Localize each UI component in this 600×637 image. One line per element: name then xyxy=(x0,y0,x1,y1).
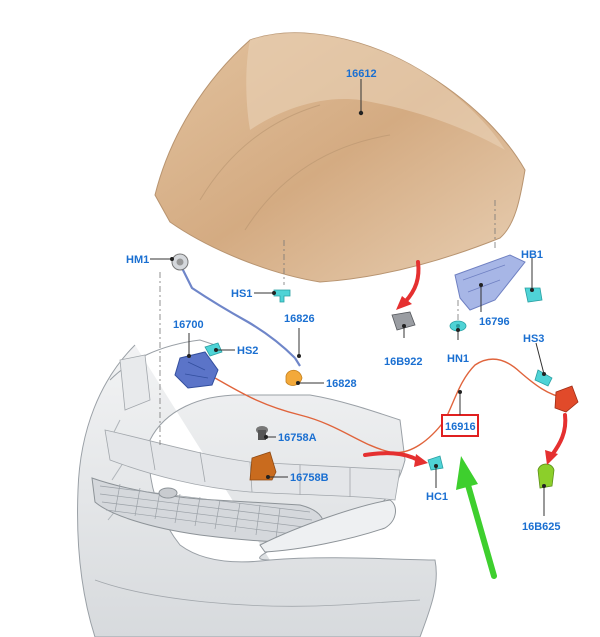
hood-panel xyxy=(154,32,526,283)
label-16612: 16612 xyxy=(346,68,377,80)
part-16758a xyxy=(256,426,268,440)
handle-16b625 xyxy=(537,463,555,489)
label-16758a: 16758A xyxy=(278,432,317,444)
assembly-centerlines xyxy=(159,200,496,445)
label-hn1: HN1 xyxy=(447,353,469,365)
label-hs2: HS2 xyxy=(237,345,258,357)
latch-rod xyxy=(179,263,301,367)
fastener-hs3 xyxy=(534,369,553,387)
hinge-mount-hm1 xyxy=(171,253,189,271)
label-16826: 16826 xyxy=(284,313,315,325)
label-16b922: 16B922 xyxy=(384,356,423,368)
arrow-to-hc1 xyxy=(363,451,420,462)
label-16796: 16796 xyxy=(479,316,510,328)
clip-hc1 xyxy=(427,455,444,471)
label-hc1: HC1 xyxy=(426,491,448,503)
hinge-bracket-16796 xyxy=(454,254,526,311)
latch-16700 xyxy=(174,351,219,389)
label-hb1: HB1 xyxy=(521,249,543,261)
label-16b625: 16B625 xyxy=(522,521,561,533)
callout-labels: 16612 HM1 HS1 HB1 16796 HS3 16826 16700 … xyxy=(126,68,561,533)
pad-16b922 xyxy=(391,311,416,331)
arrow-to-16b922 xyxy=(403,260,421,304)
release-handle-bracket xyxy=(554,385,579,413)
nut-hn1 xyxy=(449,320,467,332)
label-16828: 16828 xyxy=(326,378,357,390)
label-hs3: HS3 xyxy=(523,333,544,345)
fastener-hs2 xyxy=(204,342,223,357)
label-16758b: 16758B xyxy=(290,472,329,484)
hood-bumper-hb1 xyxy=(524,287,543,303)
label-16700: 16700 xyxy=(173,319,204,331)
part-16758b xyxy=(249,451,277,481)
arrow-to-16b625 xyxy=(550,413,568,457)
label-16916: 16916 xyxy=(445,421,476,433)
arrow-up-icon xyxy=(456,456,497,579)
release-cable xyxy=(214,358,566,454)
leader-lines xyxy=(150,79,546,516)
label-hs1: HS1 xyxy=(231,288,252,300)
hood-stop-hs1 xyxy=(273,289,291,303)
label-hm1: HM1 xyxy=(126,254,149,266)
red-pointer-arrows xyxy=(363,260,568,467)
front-bumper xyxy=(77,339,437,637)
